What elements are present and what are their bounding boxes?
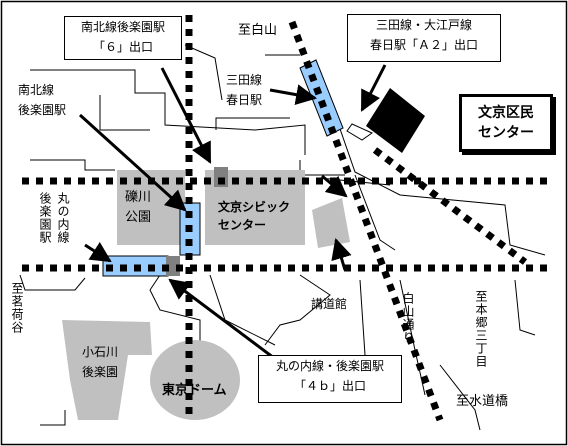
marunouchi-korakuen-station-label: 丸の内線 後楽園駅 [38,192,70,244]
mita-kasuga-station-label: 三田線 春日駅 [226,73,263,107]
exit-4b-label: 丸の内線・後楽園駅 「４ｂ」出口 [258,355,402,403]
tokyo-dome-shape [150,340,240,420]
dest-myogadani-label: 至茗荷谷 [10,282,24,334]
kodokan-block [312,198,350,248]
target-name: 文京区民 センター [478,105,534,141]
hakusan-dori-label: 白山通り [401,292,415,344]
dest-suidobashi-label: 至水道橋 [456,394,509,409]
bunkyo-kumin-center-building [366,88,425,153]
exit-a2-label: 三田線・大江戸線 春日駅「Ａ２」出口 [347,14,501,62]
koishikawa-korakuen-label: 小石川 後楽園 [82,345,119,379]
dest-hongo-label: 至本郷三丁目 [474,290,488,368]
koishikawa-park-label: 礫川 公園 [125,190,152,225]
exit-a2-marker [346,123,374,141]
kodokan-label: 講道館 [311,297,348,311]
exit-6-label: 南北線後楽園駅 「６」出口 [64,16,182,60]
tokyo-dome-label: 東京ドーム [162,383,227,398]
koishikawa-korakuen-block [62,320,152,420]
bunkyo-kumin-center-label: 文京区民 センター [459,94,553,152]
civic-center-label: 文京シビック センター [218,200,291,232]
namboku-korakuen-station-label: 南北線 後楽園駅 [18,83,67,117]
dest-hakusan-label: 至白山 [238,23,278,38]
